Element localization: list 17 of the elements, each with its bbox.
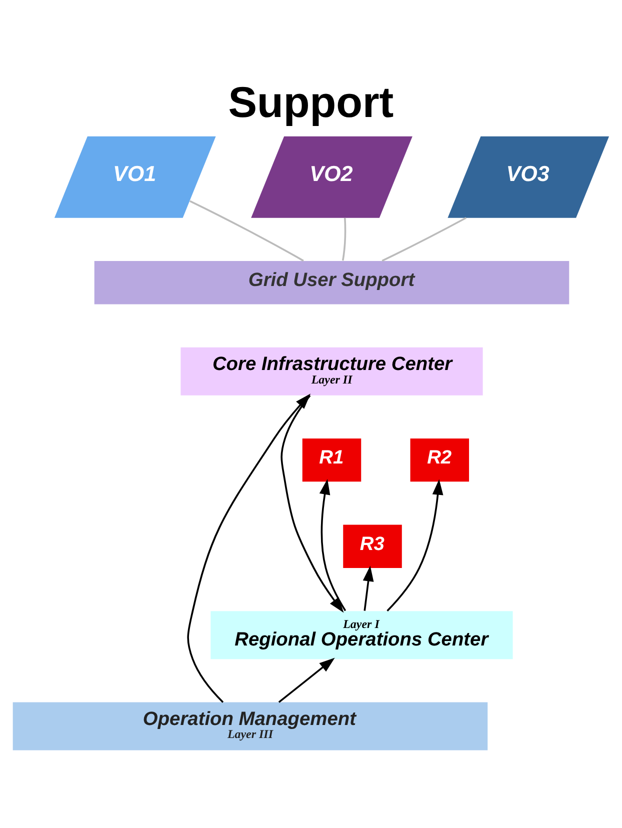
node-box: Layer I Regional Operations Center bbox=[210, 610, 513, 659]
arrow bbox=[187, 393, 311, 702]
node-box: Core Infrastructure Center Layer II bbox=[180, 346, 483, 395]
connector bbox=[189, 200, 304, 262]
node-box: Grid User Support bbox=[94, 260, 570, 304]
arrow bbox=[280, 394, 344, 612]
node-box: R3 bbox=[343, 524, 402, 568]
diagram-title: Support bbox=[228, 78, 394, 126]
arrow bbox=[362, 565, 374, 610]
arrow bbox=[278, 657, 335, 702]
node-box: R1 bbox=[302, 438, 362, 482]
node-box: R2 bbox=[410, 438, 470, 482]
arrow bbox=[386, 478, 444, 611]
node-box: Operation Management Layer III bbox=[12, 702, 488, 750]
connector bbox=[342, 217, 346, 260]
connector bbox=[382, 216, 466, 262]
arrow bbox=[319, 478, 346, 611]
